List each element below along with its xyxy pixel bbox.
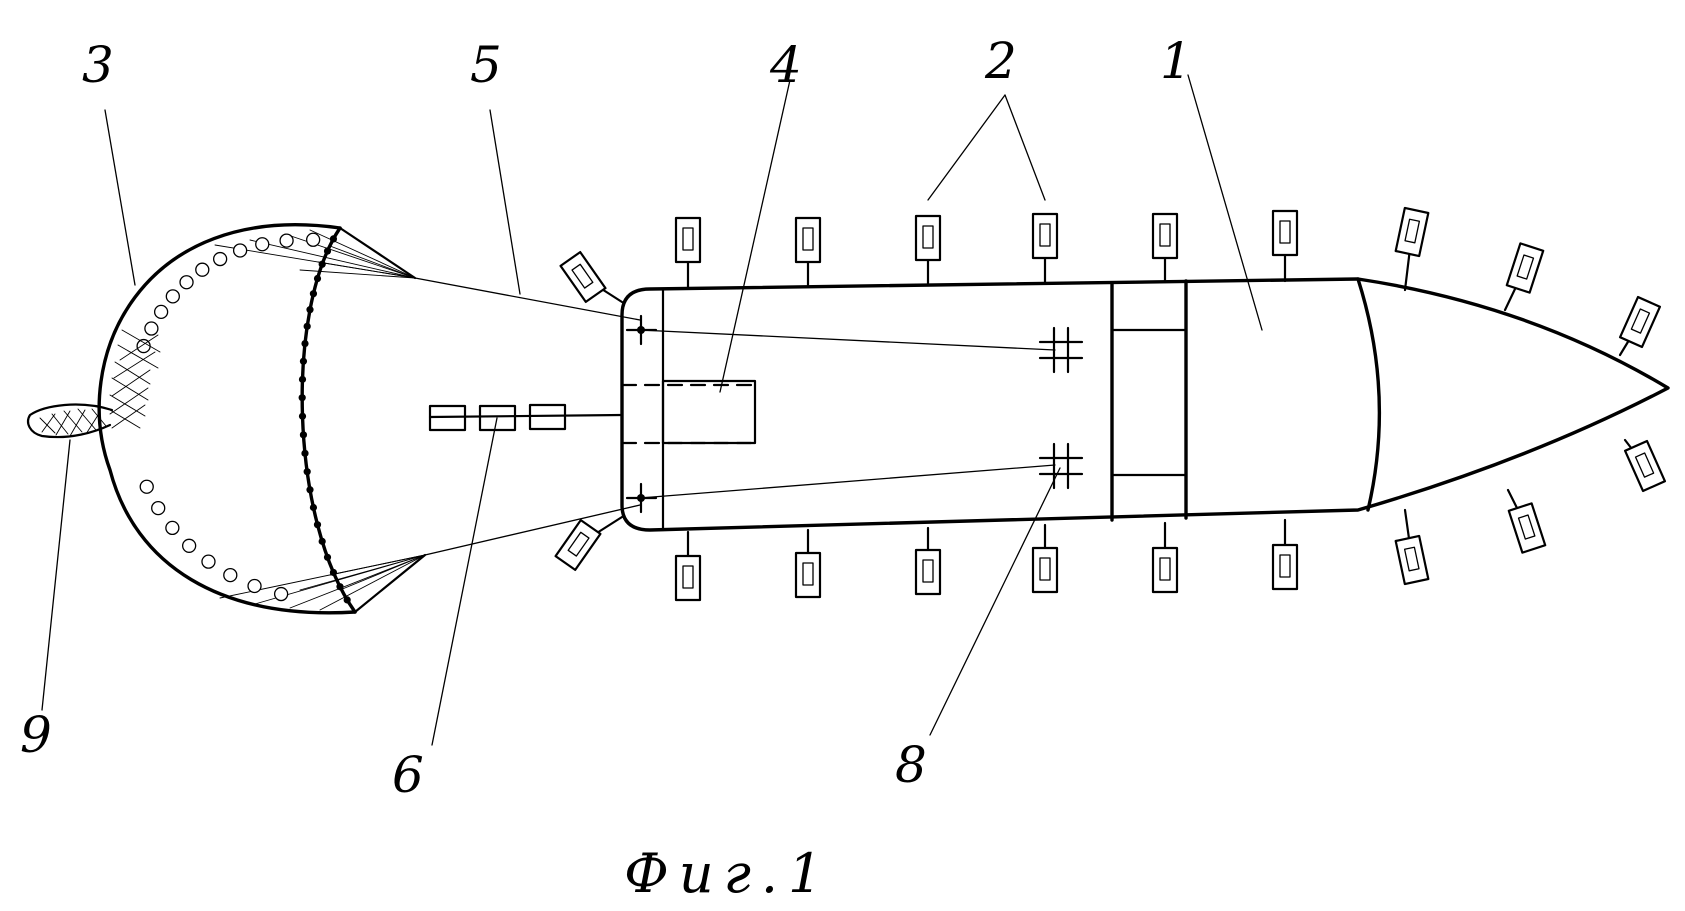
side-float: [676, 218, 700, 287]
leader-2b: [1005, 95, 1045, 200]
hull-outline: [622, 279, 1668, 530]
label-2: 2: [984, 32, 1017, 90]
side-float: [1505, 243, 1543, 310]
side-float: [676, 532, 700, 600]
side-float: [1273, 211, 1297, 281]
tow-line-6: [430, 415, 622, 417]
leader-4: [720, 80, 790, 392]
side-float: [1508, 490, 1545, 553]
label-4: 4: [769, 36, 802, 94]
net-wing-top: [340, 228, 415, 278]
side-float: [1620, 297, 1660, 355]
cable-top: [640, 330, 1055, 350]
figure-caption: Фиг.1: [624, 842, 832, 905]
side-float: [796, 530, 820, 597]
side-float: [1396, 510, 1429, 584]
side-float: [1033, 214, 1057, 283]
leader-9: [42, 440, 70, 710]
side-float: [556, 517, 622, 570]
towed-floats-6: [430, 405, 622, 430]
side-float: [796, 218, 820, 285]
label-8: 8: [895, 736, 927, 794]
bow-bulkhead: [1358, 279, 1379, 510]
stern-block-top: [627, 316, 656, 344]
label-5: 5: [470, 36, 502, 94]
net-mesh: [110, 330, 160, 428]
leader-6: [432, 418, 497, 745]
rope-top: [415, 278, 640, 320]
label-6: 6: [392, 746, 424, 804]
side-float: [1033, 525, 1057, 592]
rope-bottom: [425, 505, 640, 555]
leader-1: [1188, 75, 1262, 330]
side-float: [916, 528, 940, 594]
side-float: [1153, 523, 1177, 592]
leader-3: [105, 110, 135, 285]
net-wing-bottom: [355, 555, 425, 612]
trawl-net-3: [99, 225, 425, 613]
leader-5: [490, 110, 520, 294]
leader-8: [930, 468, 1060, 735]
side-float: [1625, 440, 1665, 491]
vessel-hull: [622, 279, 1668, 530]
label-9: 9: [20, 706, 52, 764]
reference-labels: 1 2 3 4 5 6 8 9: [20, 32, 1192, 804]
side-float: [916, 216, 940, 284]
leader-lines: [42, 75, 1262, 745]
cable-bottom: [640, 465, 1055, 498]
side-float: [561, 252, 622, 302]
side-float: [1273, 520, 1297, 589]
side-float: [1396, 208, 1429, 290]
side-floats-2: [556, 208, 1665, 600]
net-float-rings: [137, 233, 320, 600]
stern-block-bottom: [627, 484, 656, 512]
leader-2a: [928, 95, 1005, 200]
label-1: 1: [1160, 32, 1192, 90]
side-float: [1153, 214, 1177, 282]
label-3: 3: [82, 36, 114, 94]
deck-house-4: [663, 381, 755, 443]
winch-cables: [627, 316, 1082, 512]
